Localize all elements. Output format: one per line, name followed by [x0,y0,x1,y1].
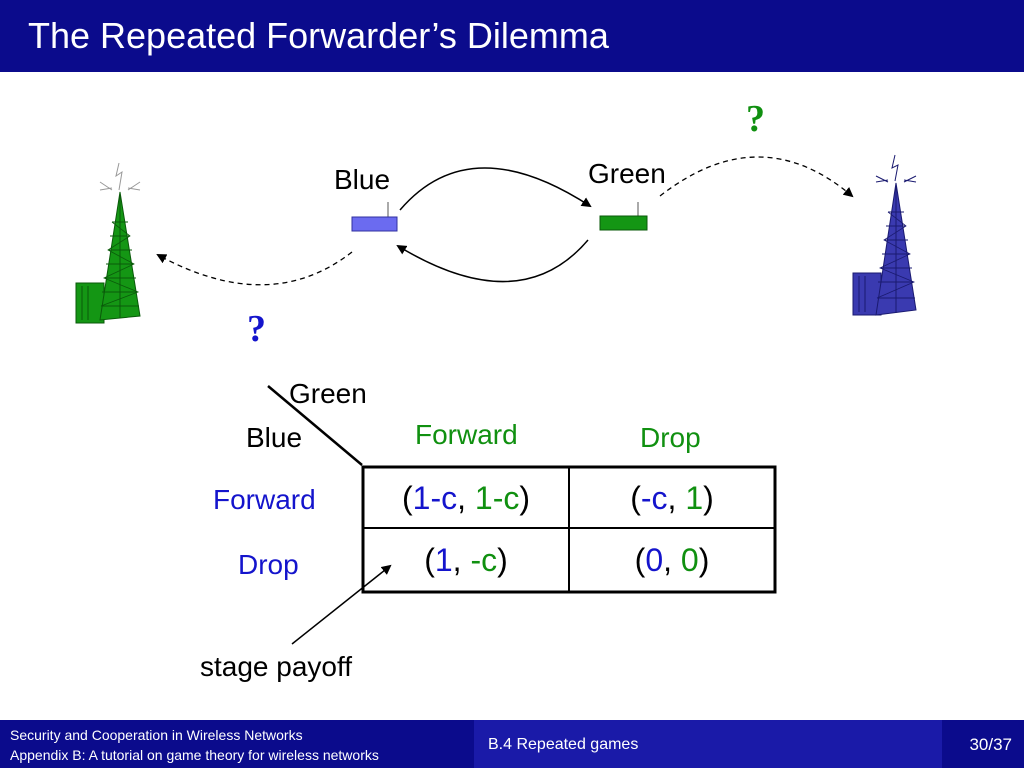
blue-to-green-tower-dashed-arrow [156,251,353,286]
row-player-label: Blue [246,422,303,453]
column-header-drop: Drop [640,422,701,453]
payoff-matrix-grid [361,465,777,594]
row-header-drop: Drop [238,549,299,580]
footer-page: 30/37 [942,720,1024,768]
green-device-icon [599,202,648,231]
footer-section-label: B.4 Repeated games [488,736,639,753]
payoff-cell-drop-forward: (1, -c) [424,542,508,578]
blue-antenna-tower-icon [852,154,917,316]
page-number: 30/37 [969,735,1012,754]
footer-course-line1: Security and Cooperation in Wireless Net… [10,727,303,743]
green-to-blue-arrow [396,239,589,283]
payoff-cell-forward-drop: (-c, 1) [630,480,714,516]
stage-payoff-label: stage payoff [200,651,353,682]
question-mark-green: ? [746,98,765,140]
column-header-forward: Forward [415,419,518,450]
title-bar: The Repeated Forwarder’s Dilemma [0,0,1024,72]
column-player-label: Green [289,378,367,409]
blue-to-green-arrow [399,167,592,211]
green-to-blue-tower-dashed-arrow [659,156,854,198]
slide-title: The Repeated Forwarder’s Dilemma [28,15,609,56]
diagram-canvas [75,154,917,645]
matrix-diagonal-line [267,385,363,466]
footer-course-info: Security and Cooperation in Wireless Net… [0,720,474,768]
row-header-forward: Forward [213,484,316,515]
footer-section: B.4 Repeated games [474,720,942,768]
blue-device-icon [351,202,398,232]
question-mark-blue: ? [247,308,266,350]
green-antenna-tower-icon [75,162,141,324]
payoff-cell-drop-drop: (0, 0) [634,542,710,578]
footer-course-line2: Appendix B: A tutorial on game theory fo… [10,747,379,763]
blue-device-label: Blue [334,164,391,195]
payoff-cell-forward-forward: (1-c, 1-c) [402,480,530,516]
green-device-label: Green [588,158,666,189]
stage-payoff-arrow [291,564,392,645]
